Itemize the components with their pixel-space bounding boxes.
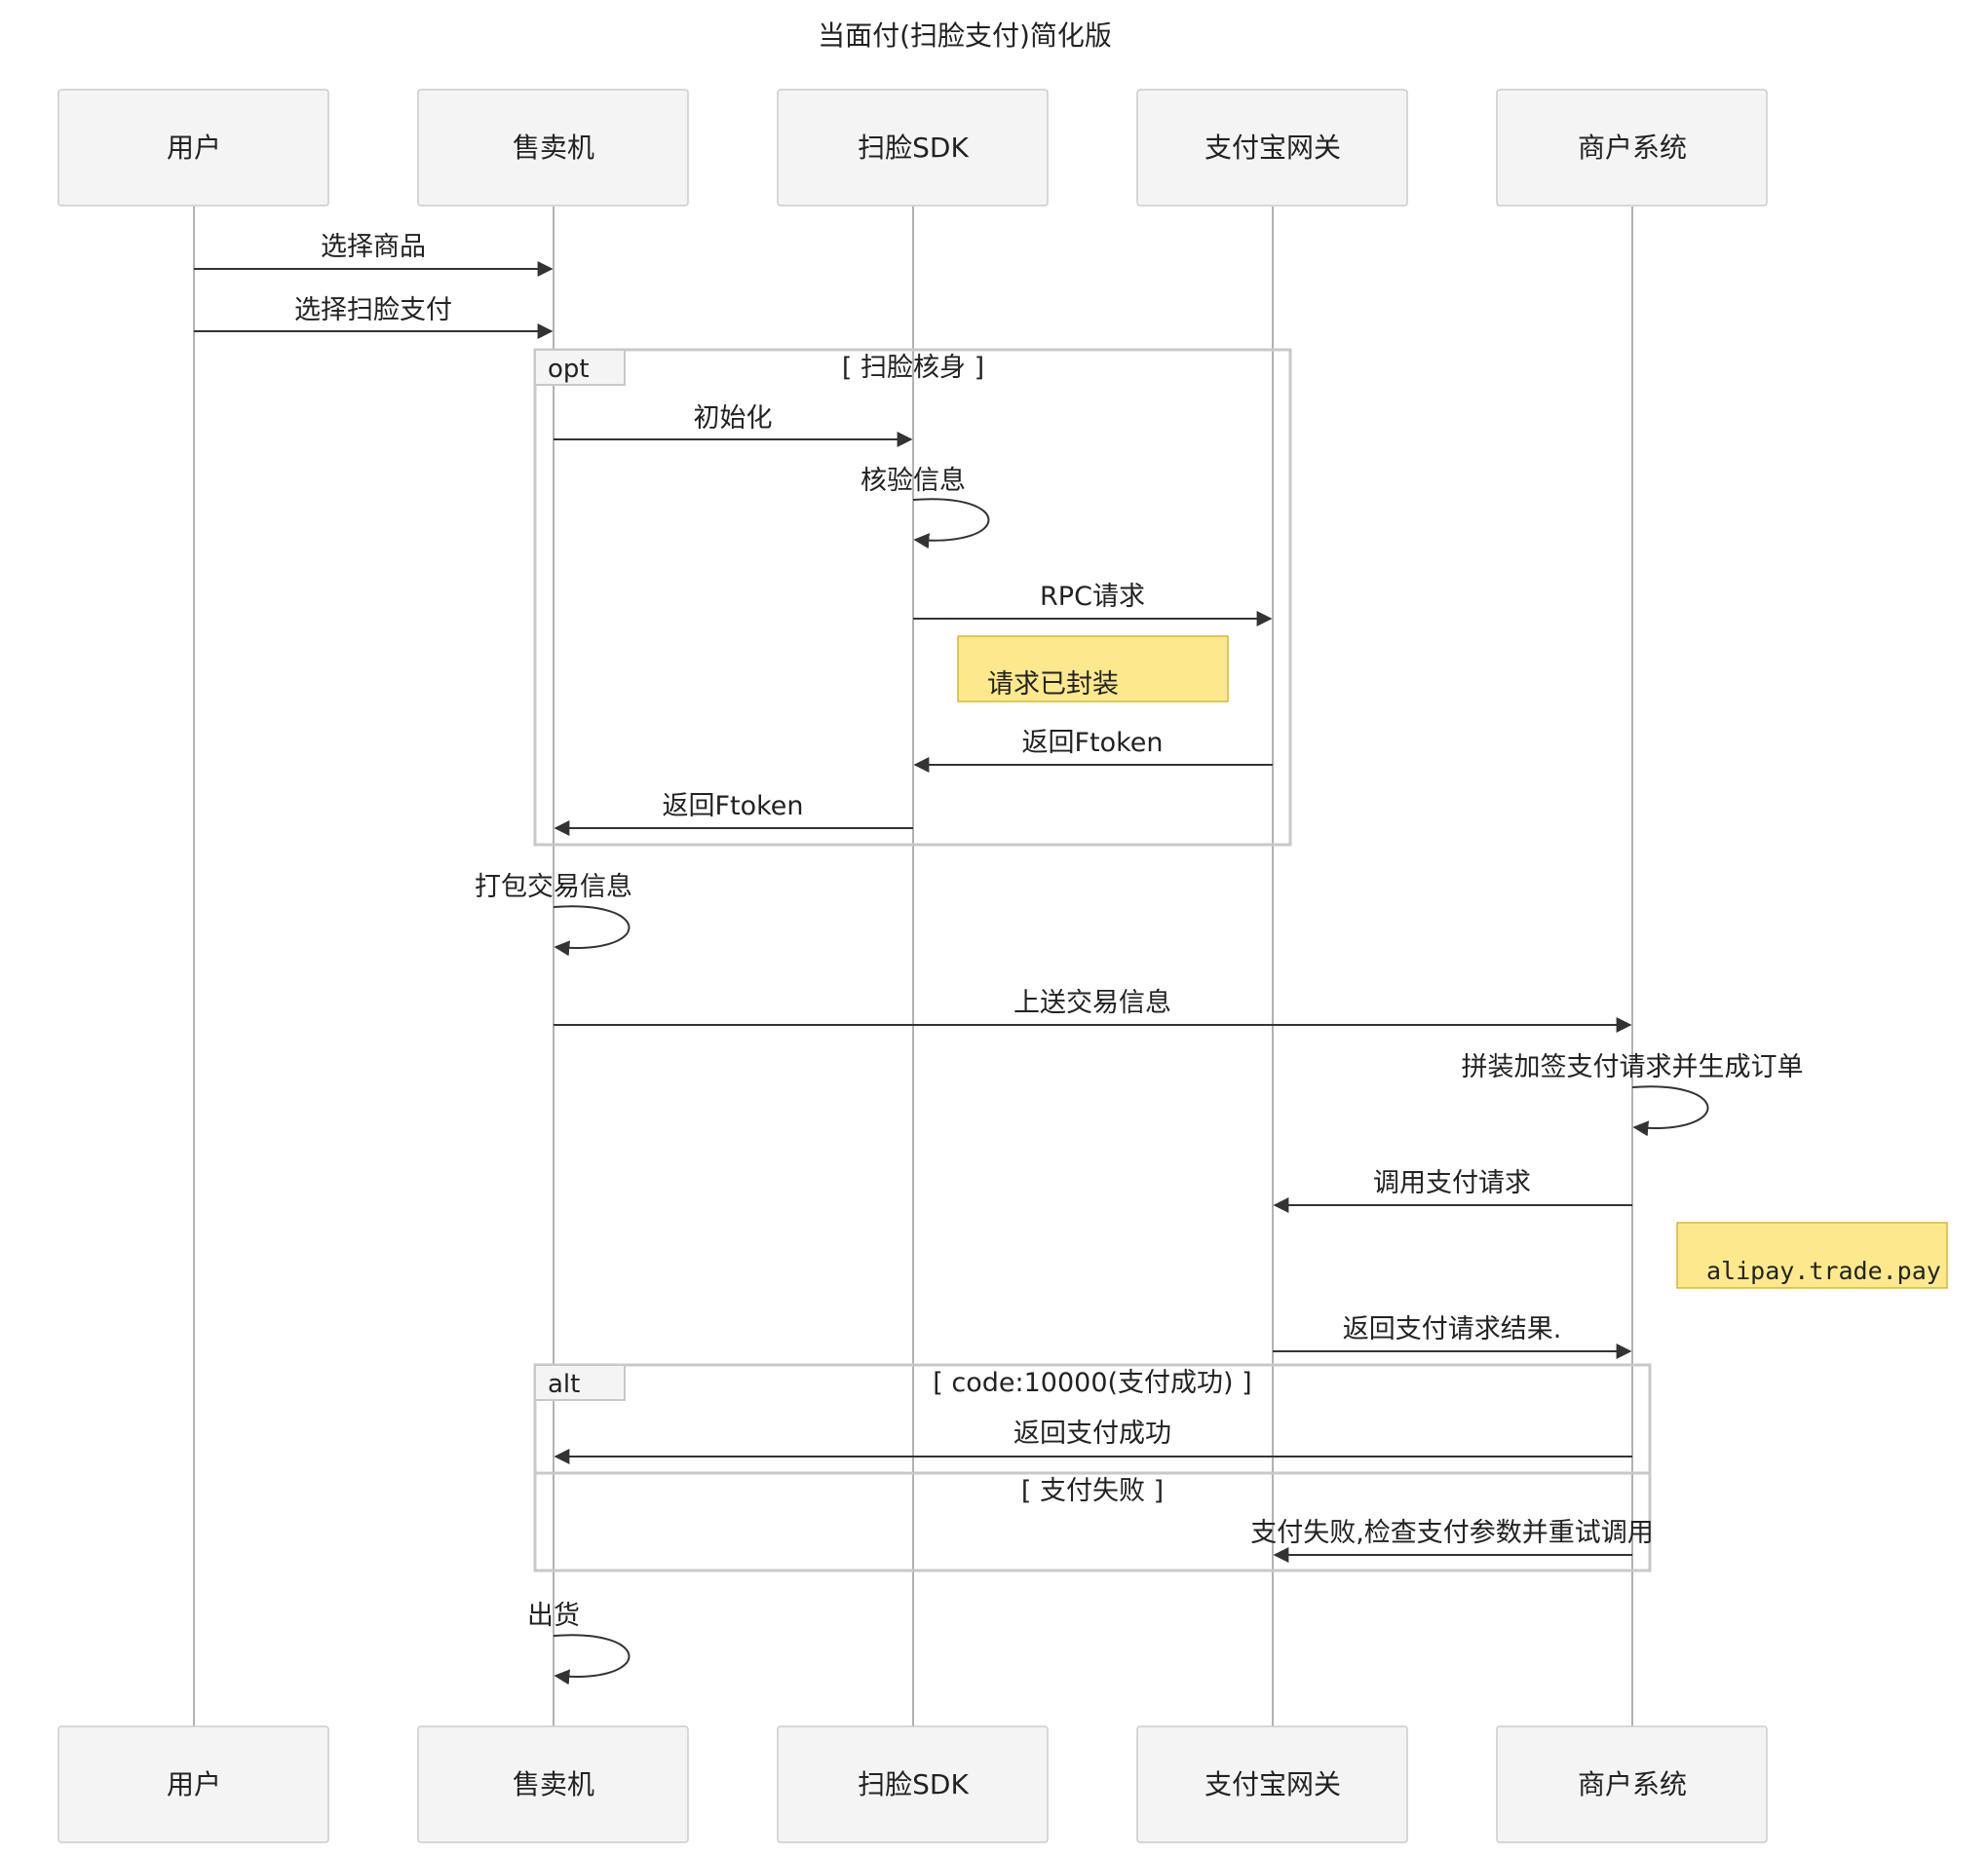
message-assemble-sign: 拼装加签支付请求并生成订单 (1462, 1052, 1804, 1137)
actor-alipay-gateway-bottom: 支付宝网关 (1136, 1725, 1408, 1843)
alt-frame-condition: [ code:10000(支付成功) ] (933, 1368, 1251, 1398)
actor-label: 用户 (167, 132, 221, 164)
message-label: 选择商品 (321, 232, 426, 262)
actor-alipay-gateway-top: 支付宝网关 (1136, 89, 1408, 207)
actor-label: 支付宝网关 (1204, 1768, 1341, 1800)
message-label: 返回Ftoken (1021, 728, 1163, 758)
actor-label: 商户系统 (1578, 1768, 1687, 1800)
message-pack-transaction: 打包交易信息 (475, 872, 632, 957)
message-label: 初始化 (694, 403, 773, 434)
actor-merchant-system-bottom: 商户系统 (1496, 1725, 1768, 1843)
message-label: RPC请求 (1040, 582, 1145, 612)
message-return-ftoken-gateway: 返回Ftoken (913, 728, 1273, 773)
message-label: 上送交易信息 (1013, 988, 1171, 1018)
message-label: 调用支付请求 (1373, 1168, 1531, 1198)
message-return-pay-success: 返回支付成功 (554, 1419, 1632, 1464)
message-pay-failed-retry: 支付失败,检查支付参数并重试调用 (1250, 1518, 1654, 1563)
actor-face-sdk-bottom: 扫脸SDK (777, 1725, 1049, 1843)
actor-merchant-system-top: 商户系统 (1496, 89, 1768, 207)
message-return-ftoken-sdk: 返回Ftoken (554, 791, 913, 836)
actor-vending-machine-bottom: 售卖机 (417, 1725, 689, 1843)
actor-label: 售卖机 (513, 132, 594, 164)
message-label: 核验信息 (860, 466, 966, 496)
opt-frame: opt [ 扫脸核身 ] (533, 348, 1292, 847)
message-label: 支付失败,检查支付参数并重试调用 (1250, 1518, 1654, 1548)
message-select-product: 选择商品 (194, 232, 554, 277)
actor-face-sdk-top: 扫脸SDK (777, 89, 1049, 207)
note-label: alipay.trade.pay (1706, 1257, 1941, 1285)
actors-bottom: 用户 售卖机 扫脸SDK 支付宝网关 商户系统 (57, 1725, 1768, 1843)
notes: 请求已封装 alipay.trade.pay (957, 635, 1948, 1289)
actor-label: 用户 (167, 1768, 221, 1800)
self-message-loop (553, 1634, 631, 1685)
actor-label: 扫脸SDK (858, 132, 969, 164)
actor-user-bottom: 用户 (57, 1725, 329, 1843)
self-message-loop (553, 905, 631, 957)
message-select-face-pay: 选择扫脸支付 (194, 295, 554, 339)
message-label: 返回支付成功 (1013, 1419, 1171, 1449)
message-verify-info: 核验信息 (860, 466, 990, 549)
diagram-title: 当面付(扫脸支付)简化版 (818, 19, 1112, 52)
note-label: 请求已封装 (987, 669, 1119, 700)
alt-else-condition: [ 支付失败 ] (1021, 1476, 1164, 1506)
message-label: 返回Ftoken (662, 791, 803, 821)
message-label: 出货 (527, 1601, 580, 1631)
message-label: 打包交易信息 (475, 872, 632, 902)
message-label: 选择扫脸支付 (294, 295, 452, 325)
message-label: 拼装加签支付请求并生成订单 (1462, 1052, 1804, 1082)
alt-frame: alt [ code:10000(支付成功) ] [ 支付失败 ] (533, 1363, 1652, 1572)
actors-top: 用户 售卖机 扫脸SDK 支付宝网关 商户系统 (57, 89, 1768, 207)
actor-label: 售卖机 (513, 1768, 594, 1800)
alt-frame-tag: alt (548, 1370, 580, 1399)
self-message-loop (912, 498, 990, 549)
note-request-wrapped: 请求已封装 (957, 635, 1229, 702)
actor-label: 扫脸SDK (858, 1768, 969, 1800)
messages: 选择商品 选择扫脸支付 初始化 核验信息 RPC请求 返回Ftoken (194, 232, 1804, 1685)
message-rpc-request: RPC请求 (913, 582, 1273, 626)
message-upload-transaction: 上送交易信息 (554, 988, 1632, 1033)
actor-label: 商户系统 (1578, 132, 1687, 164)
message-call-pay-request: 调用支付请求 (1273, 1168, 1632, 1213)
opt-frame-tag: opt (548, 355, 590, 384)
actor-label: 支付宝网关 (1204, 132, 1341, 164)
self-message-loop (1631, 1085, 1709, 1137)
actor-vending-machine-top: 售卖机 (417, 89, 689, 207)
note-alipay-trade-pay: alipay.trade.pay (1676, 1222, 1948, 1289)
message-label: 返回支付请求结果. (1343, 1314, 1562, 1344)
message-initialize: 初始化 (554, 403, 913, 447)
opt-frame-condition: [ 扫脸核身 ] (842, 353, 984, 383)
actor-user-top: 用户 (57, 89, 329, 207)
lifelines (193, 207, 1633, 1729)
message-return-pay-result: 返回支付请求结果. (1273, 1314, 1632, 1359)
message-dispense-goods: 出货 (527, 1601, 631, 1685)
